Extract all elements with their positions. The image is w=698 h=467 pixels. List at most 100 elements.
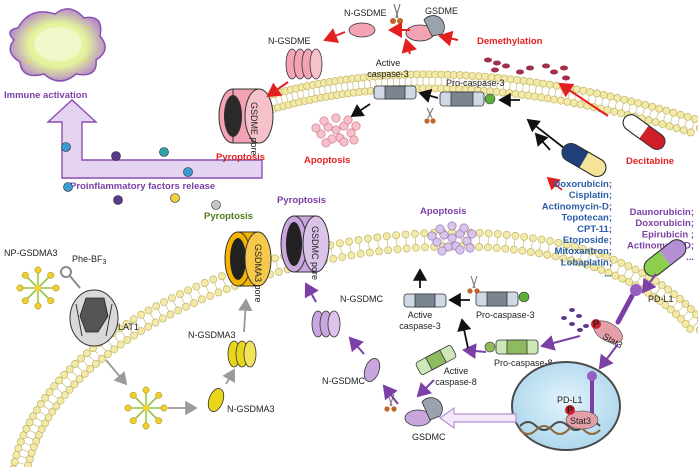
n-gsdma3-oligomer [227,340,257,368]
pd-l1-nucleus-label: PD-L1 [557,395,583,405]
bottom-membrane-lipid [624,262,633,270]
pyroptosis-top-label: Pyroptosis [216,152,265,163]
bottom-membrane-lipid [535,249,544,258]
bottom-membrane-lipid [676,315,685,323]
top-membrane-lipid [576,100,585,109]
gsdma3-pore [224,231,272,287]
bottom-membrane-lipid [10,457,19,466]
top-membrane-lipid [613,94,622,102]
bottom-membrane-lipid [77,354,85,363]
decitabine-label: Decitabine [626,156,674,167]
top-membrane-lipid [665,122,674,131]
top-membrane-lipid [683,112,692,121]
bottom-membrane-lipid [71,359,80,368]
bottom-membrane-lipid [274,267,283,276]
top-membrane-lipid [543,94,552,103]
apoptotic-vesicle [311,123,321,133]
np-bead [21,271,29,279]
n-gsdma3-label-2: N-GSDMA3 [227,404,275,414]
top-membrane-lipid [634,99,643,108]
bottom-membrane-lipid [82,349,91,358]
bottom-membrane-lipid [554,238,563,247]
pyroptosis-gsdmc-label: Pyroptosis [277,195,326,206]
drug-list-purple: Daunorubicin;Doxorubicin;Epirubicin ;Act… [627,207,694,263]
apoptotic-vesicle [343,115,353,125]
bottom-membrane-lipid [526,248,535,256]
bottom-membrane-lipid [65,365,74,374]
bottom-membrane-lipid [567,256,576,265]
active-caspase3-top-label: Active [376,58,401,68]
bottom-membrane-lipid [373,233,382,242]
np-bead [129,417,137,425]
bottom-membrane-lipid [401,230,410,239]
top-membrane-lipid [603,106,612,115]
np-bead [155,417,163,425]
bottom-membrane-lipid [492,244,501,252]
bottom-membrane-lipid [144,306,153,315]
drug-item: Doxorubicin; [635,218,694,229]
top-membrane-lipid [593,89,601,98]
top-membrane-lipid [552,81,561,90]
bottom-membrane-lipid [670,290,678,299]
bottom-membrane-lipid [52,402,61,411]
bottom-membrane-lipid [675,295,684,303]
bottom-membrane-lipid [92,359,100,368]
gsdma3-pore-label: GSDMA3 pore [253,244,263,303]
pro-caspase3-bottom-label: Pro-caspase-3 [476,310,535,320]
top-membrane-lipid [556,96,565,105]
gsdmc-full [404,397,443,427]
bottom-membrane-lipid [75,375,84,384]
key-icon [60,266,81,289]
active-caspase3-top [373,85,417,100]
top-membrane-lipid [606,92,615,101]
top-membrane-lipid [572,85,581,94]
np-gsdma3-label: NP-GSDMA3 [4,248,58,258]
bottom-membrane-lipid [664,285,673,294]
np-bead [160,404,168,412]
bottom-membrane-lipid [382,232,391,241]
bottom-membrane-lipid [151,318,160,327]
bottom-membrane-lipid [166,310,175,319]
top-membrane-lipid [524,91,533,100]
bottom-membrane-lipid [182,302,190,311]
immune-activation-label: Immune activation [4,90,88,101]
bottom-membrane-lipid [110,345,119,354]
top-membrane-lipid [570,99,578,108]
bottom-membrane-lipid [159,314,167,323]
top-membrane-lipid [586,88,595,96]
gsdme-pore-label: GSDME pore [249,102,259,156]
top-membrane-lipid [539,79,548,88]
top-membrane-lipid [627,97,636,106]
apoptosis-body-top [311,113,361,148]
chemo-capsule [561,143,607,177]
bottom-membrane-lipid [104,350,112,358]
n-gsdmc-monomer [363,358,381,382]
bottom-membrane-lipid [32,406,41,414]
drug-item: Daunorubicin; [630,207,694,218]
active-caspase8-label-a: Active [444,366,469,376]
drug-item: Lobaplatin; [561,257,612,268]
drug-item: Etoposide; [563,235,612,246]
n-gsdmc-label-1: N-GSDMC [340,294,383,304]
bottom-membrane-lipid [502,230,511,239]
drug-item: Topotecan; [562,213,613,224]
bottom-membrane-lipid [29,412,37,421]
bottom-membrane-lipid [686,305,695,313]
bottom-membrane-lipid [393,245,402,254]
drug-item: Actinomycin-D; [542,201,612,212]
bottom-membrane-lipid [509,245,518,254]
bottom-membrane-lipid [501,244,510,253]
apoptotic-vesicle [447,233,457,243]
pro-caspase3-top [439,91,496,107]
lat1-label: LAT1 [118,322,139,332]
bottom-membrane-lipid [602,252,611,261]
scissors-icon [384,393,397,412]
np-bead [21,297,29,305]
top-membrane-lipid [669,108,678,117]
stat3-nucleus-label: Stat3 [570,416,591,426]
lat1-transporter [69,289,119,347]
n-gsdme-label-left: N-GSDME [268,36,311,46]
bottom-membrane-lipid [546,237,554,245]
methylation-dots [484,57,570,81]
